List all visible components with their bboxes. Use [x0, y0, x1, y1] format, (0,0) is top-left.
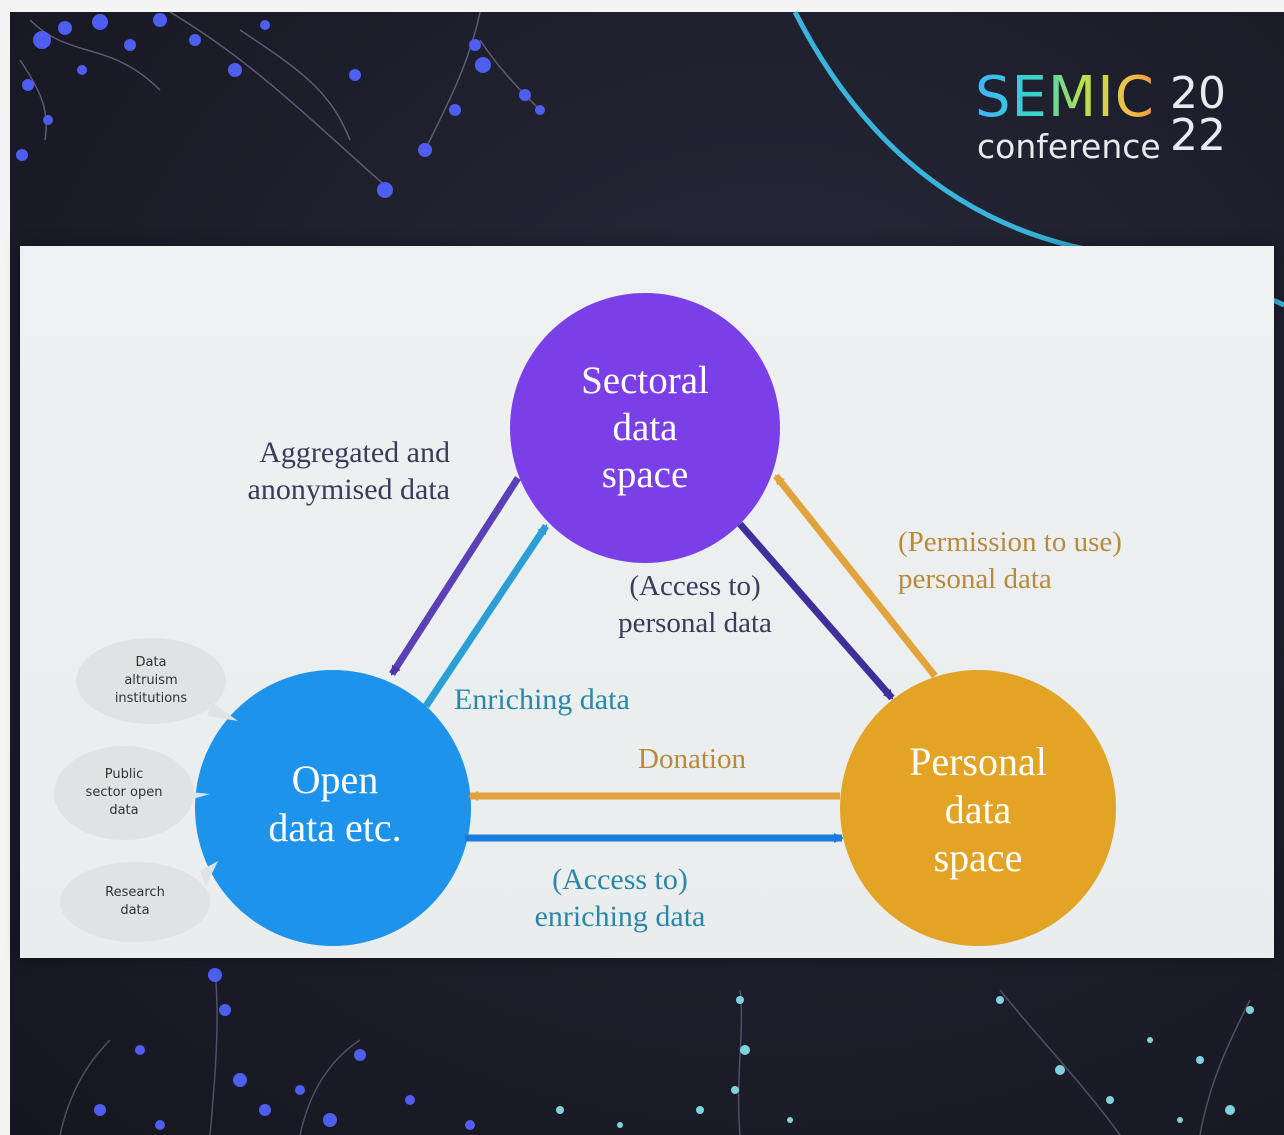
- logo-year-bottom: 22: [1170, 110, 1226, 161]
- research-line-1: Research: [105, 885, 165, 900]
- node-personal-label: Personal data space: [873, 738, 1083, 882]
- label-donation: Donation: [638, 743, 746, 775]
- research-line-2: data: [120, 903, 150, 918]
- sectoral-line-2: data: [612, 405, 678, 449]
- public-line-3: data: [109, 803, 139, 818]
- access-enriching-line-2: enriching data: [534, 900, 706, 933]
- open-line-2: data etc.: [268, 805, 402, 850]
- personal-line-2: data: [944, 787, 1012, 832]
- node-sectoral-circle: [510, 293, 780, 563]
- arrow-sectoral-to-personal: [737, 521, 895, 701]
- altruism-line-1: Data: [135, 655, 167, 670]
- personal-line-1: Personal: [909, 739, 1047, 784]
- label-permission: (Permission to use) personal data: [898, 524, 1188, 598]
- logo-semic-text: SEMIC: [975, 65, 1155, 130]
- arrow-open-to-sectoral: [423, 524, 549, 708]
- permission-line-2: personal data: [898, 563, 1052, 595]
- photo-top-edge: [0, 0, 1284, 12]
- logo-year-top: 20: [1170, 68, 1226, 119]
- open-line-1: Open: [291, 757, 379, 802]
- access-enriching-line-1: (Access to): [552, 863, 688, 896]
- access-personal-line-1: (Access to): [629, 570, 761, 602]
- diagram-arrows: [180, 293, 1116, 946]
- sectoral-line-3: space: [601, 452, 689, 496]
- source-bubble-research: Research data: [60, 862, 210, 942]
- label-aggregated: Aggregated and anonymised data: [190, 434, 450, 508]
- node-open-label: Open data etc.: [220, 756, 450, 852]
- bubble-pointer-altruism: [208, 701, 238, 721]
- photo-left-edge: [0, 0, 10, 1135]
- source-bubble-altruism: Data altruism institutions: [76, 638, 226, 724]
- arrow-sectoral-to-open: [389, 476, 521, 676]
- bubble-pointer-research: [200, 861, 218, 886]
- access-personal-line-2: personal data: [618, 607, 772, 639]
- projected-slide: Sectoral data space Personal data space …: [20, 246, 1274, 958]
- public-line-1: Public: [104, 767, 144, 782]
- label-access-enriching: (Access to) enriching data: [500, 861, 740, 935]
- altruism-line-3: institutions: [114, 691, 188, 706]
- node-open-circle: [195, 670, 471, 946]
- aggregated-line-1: Aggregated and: [259, 436, 450, 469]
- semic-2022-logo: SEMIC 20 conference 22: [975, 70, 1255, 180]
- permission-line-1: (Permission to use): [898, 526, 1122, 558]
- logo-conference-text: conference: [977, 127, 1161, 166]
- label-access-personal: (Access to) personal data: [590, 568, 800, 642]
- label-enriching: Enriching data: [454, 683, 630, 716]
- public-line-2: sector open: [85, 785, 163, 800]
- arrow-personal-to-sectoral: [773, 473, 938, 679]
- sectoral-line-1: Sectoral: [581, 359, 709, 402]
- personal-line-3: space: [933, 835, 1023, 880]
- altruism-line-2: altruism: [124, 673, 178, 688]
- source-bubble-public: Public sector open data: [54, 746, 194, 840]
- aggregated-line-2: anonymised data: [247, 473, 450, 506]
- node-personal-circle: [840, 670, 1116, 946]
- node-sectoral-label: Sectoral data space: [540, 358, 750, 498]
